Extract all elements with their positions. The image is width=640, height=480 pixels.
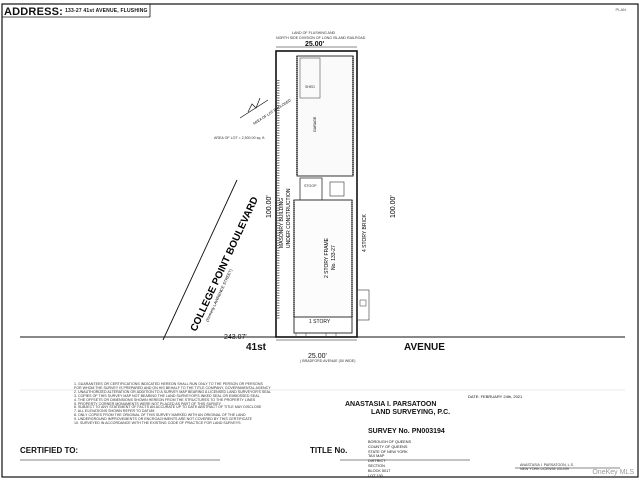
one-story-label: 1 STORY — [309, 319, 331, 325]
one-story-extension — [293, 316, 353, 334]
page-border — [1, 3, 639, 478]
avenue-number: 41st — [246, 342, 267, 353]
tax-map-details: BOROUGH OF QUEENS COUNTY OF QUEENS STATE… — [368, 440, 412, 478]
north-dimension: 25.00' — [305, 41, 325, 48]
east-feature — [356, 289, 370, 321]
shed-label: SHED — [305, 85, 315, 89]
house-structure — [293, 199, 353, 318]
west-dimension: 100.00' — [266, 195, 273, 218]
shed-outline — [299, 57, 321, 99]
house-label: 2 STORY FRAME — [324, 237, 330, 278]
note-line: 6. SUBJECT TO ANY STATEMENT OF FACTS AN … — [74, 405, 262, 410]
area-of-lot: AREA OF LOT = 2,500.00 sq. ft. — [214, 136, 266, 140]
surveyor-signature: ANASTASIA I. PARSATOON, L.S. NEW YORK LI… — [520, 463, 575, 472]
certified-to-label: CERTIFIED TO: — [20, 446, 79, 455]
note-line: 8. ONLY COPIES FROM THE ORIGINAL OF THIS… — [74, 413, 246, 418]
house-number-label: No. 133-27 — [331, 245, 337, 270]
title-no-label: TITLE No. — [310, 446, 348, 455]
note-line: FOR WHOM THE SURVEY IS PREPARED AND ON H… — [74, 385, 271, 390]
firm-name: LAND SURVEYING, P.C. — [371, 409, 451, 416]
note-line: 5. PROPERTY CORNER MONUMENTS WERE NOT PL… — [74, 401, 222, 406]
step-outline — [329, 181, 345, 197]
note-line: 9. UNDERGROUND IMPROVEMENTS OR ENCROACHM… — [74, 417, 252, 422]
note-line: 2. UNAUTHORIZED ALTERATION OR ADDITION T… — [74, 389, 272, 394]
surveyor-name: ANASTASIA I. PARSATOON — [345, 401, 437, 408]
watermark: OneKey MLS — [592, 469, 634, 476]
north-arrow-icon — [239, 97, 269, 119]
note-line: 10. SURVEYED IN ACCORDANCE WITH THE EXIS… — [74, 421, 241, 426]
street-main-label: COLLEGE POINT BOULEVARD — [189, 195, 261, 333]
stoop-label: STOOP — [304, 184, 317, 188]
boulevard-line — [162, 179, 238, 341]
garage-structure — [296, 55, 354, 177]
note-line: 7. ALL ELEVATIONS SHOWN REFER TO DATUM — [74, 409, 155, 414]
survey-date: DATE: FEBRUARY 24th, 2021 — [468, 394, 523, 399]
address-label: ADDRESS: — [4, 6, 64, 18]
address-value: 133-27 41st AVENUE, FLUSHING — [65, 8, 148, 14]
offset-dimension: 243.07' — [224, 334, 247, 341]
survey-number: SURVEY No. PN003194 — [368, 428, 445, 435]
note-line: 1. GUARANTEES OR CERTIFICATIONS INDICATE… — [74, 382, 263, 386]
west-building-label: MASONRY BUILDING — [279, 198, 285, 248]
note-line: 3. COPIES OF THIS SURVEY MAP NOT BEARING… — [74, 393, 260, 398]
note-line: 4. THE OFFSETS OR DIMENSIONS SHOWN HEREO… — [74, 397, 256, 402]
garage-label: GARAGE — [313, 116, 317, 132]
south-dimension: 25.00' — [308, 353, 327, 360]
notes-block: 1. GUARANTEES OR CERTIFICATIONS INDICATE… — [74, 382, 342, 426]
stoop-outline — [299, 177, 323, 201]
east-building-label: 4 STORY BRICK — [362, 214, 368, 252]
address-header: ADDRESS:133-27 41st AVENUE, FLUSHING — [4, 7, 148, 18]
north-land-label: LAND OF FLUSHING AND — [292, 31, 336, 35]
west-building-label-2: UNDER CONSTRUCTION — [286, 188, 292, 248]
avenue-sub: ( BRADFORD AVENUE (50 WIDE) — [300, 359, 356, 363]
north-land-label-2: NORTH SIDE DIVISION OF LONG ISLAND RAILR… — [276, 36, 366, 40]
page-ref: PLAN — [615, 7, 626, 12]
avenue-word: AVENUE — [404, 342, 445, 353]
east-dimension: 100.00' — [390, 195, 397, 218]
